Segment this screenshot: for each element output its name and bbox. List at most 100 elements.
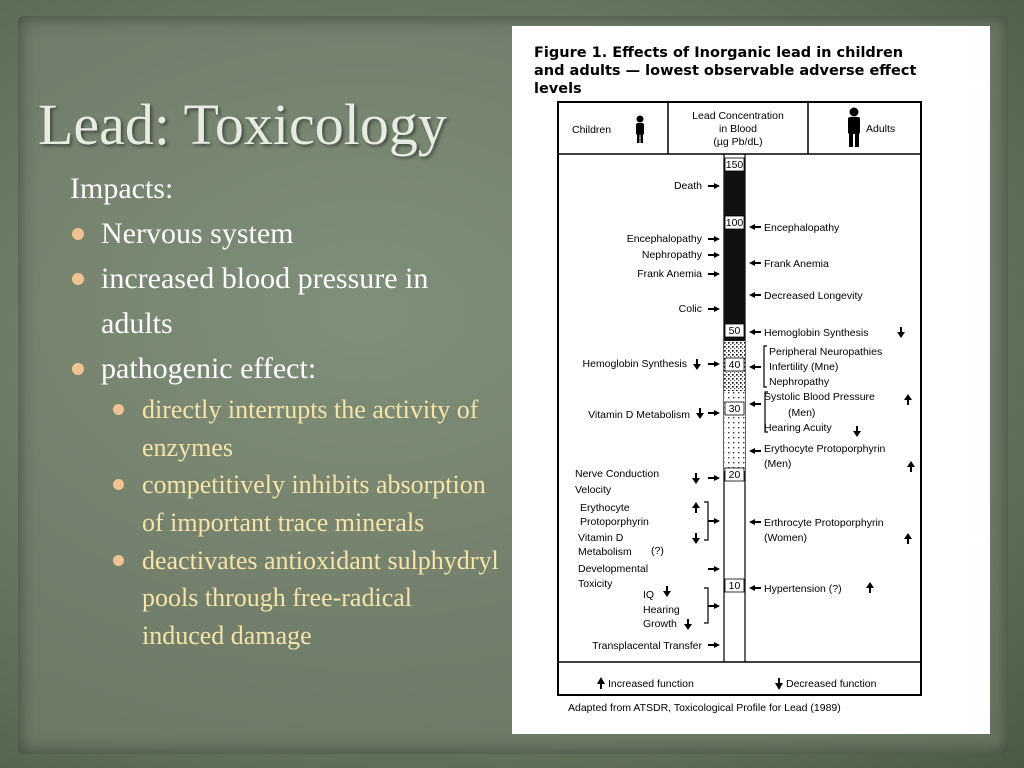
decrease-arrow-icon <box>692 473 700 484</box>
adult-effect-label: Systolic Blood Pressure <box>764 391 875 403</box>
decrease-arrow-icon <box>897 327 905 338</box>
right-pointer-icon <box>708 271 720 277</box>
right-pointer-icon <box>708 475 720 481</box>
increase-arrow-icon <box>904 533 912 544</box>
left-pointer-icon <box>749 224 761 230</box>
adult-effect: Frank Anemia <box>749 258 829 270</box>
child-effect-label: Transplacental Transfer <box>592 640 702 652</box>
child-effect-label: Velocity <box>575 484 612 496</box>
child-effect-label: Encephalopathy <box>627 233 703 245</box>
header-children: Children <box>572 124 611 136</box>
header-center-line-3: (µg Pb/dL) <box>713 136 762 148</box>
child-effect: Nephropathy <box>642 249 720 261</box>
sub-bullet-list: directly interrupts the activity of enzy… <box>101 391 500 655</box>
legend-decreased: Decreased function <box>775 678 877 690</box>
child-effect-label: Frank Anemia <box>637 268 702 280</box>
adult-effect: Hearing Acuity <box>764 422 861 437</box>
tick-50: 50 <box>724 323 745 338</box>
adult-effect-label: Nephropathy <box>769 376 830 388</box>
header-adults: Adults <box>866 123 895 135</box>
tick-20: 20 <box>724 467 745 482</box>
adult-effect-label: (Women) <box>764 532 807 544</box>
child-effect-label: Colic <box>679 303 702 315</box>
bullet-pathogenic-effect: pathogenic effect: directly interrupts t… <box>70 346 500 655</box>
sub-bullet-enzymes: directly interrupts the activity of enzy… <box>101 391 500 466</box>
adult-effect-label: Hemoglobin Synthesis <box>764 327 868 339</box>
bullet-pathogenic-label: pathogenic effect: <box>101 352 317 385</box>
child-effect-label: Vitamin D Metabolism <box>588 409 690 421</box>
adult-effect-label: Encephalopathy <box>764 222 840 234</box>
right-pointer-icon <box>708 236 720 242</box>
tick-150: 150 <box>724 157 745 172</box>
legend-increased: Increased function <box>597 677 694 690</box>
bullet-list: Nervous system increased blood pressure … <box>70 211 500 655</box>
increased-arrow-icon <box>597 677 605 689</box>
legend-decreased-label: Decreased function <box>786 678 877 690</box>
right-pointer-icon <box>708 566 720 572</box>
decrease-arrow-icon <box>693 359 701 370</box>
tick-label: 20 <box>729 469 741 481</box>
adult-effect-label: Hypertension (?) <box>764 583 842 595</box>
child-effect-label: Protoporphyrin <box>580 516 649 528</box>
right-pointer-icon <box>708 642 720 648</box>
right-pointer-icon <box>708 518 720 524</box>
adult-effect: Encephalopathy <box>749 222 840 234</box>
child-effect-label: Hemoglobin Synthesis <box>583 358 687 370</box>
child-effect: Death <box>674 180 720 192</box>
legend-increased-label: Increased function <box>608 678 694 690</box>
child-silhouette-icon <box>636 115 644 143</box>
child-effect: Transplacental Transfer <box>592 640 720 652</box>
tick-box <box>724 357 745 372</box>
adult-effect: Erythocyte Protoporphyrin (Men) <box>749 443 915 472</box>
adult-effect-label: Frank Anemia <box>764 258 829 270</box>
tick-label: 30 <box>729 403 741 415</box>
figure-panel: Figure 1. Effects of Inorganic lead in c… <box>512 26 990 734</box>
tick-10: 10 <box>724 578 745 593</box>
increase-arrow-icon <box>904 394 912 405</box>
child-effect-label: Hearing <box>643 604 680 616</box>
bullet-nervous-system: Nervous system <box>70 211 500 256</box>
child-effect-label: IQ <box>643 589 654 601</box>
decrease-arrow-icon <box>696 408 704 419</box>
adult-effect-label: (Men) <box>764 458 791 470</box>
adult-effect-label: Infertility (Mne) <box>769 361 838 373</box>
child-effect-label: Nerve Conduction <box>575 468 659 480</box>
increase-arrow-icon <box>907 461 915 472</box>
right-pointer-icon <box>708 306 720 312</box>
decrease-arrow-icon <box>853 426 861 437</box>
tick-label: 50 <box>729 325 741 337</box>
increase-arrow-icon <box>692 502 700 513</box>
child-effect: Growth <box>643 618 692 630</box>
bracket-neuropathies <box>763 345 767 388</box>
adult-effect: Erthrocyte Protoporphyrin (Women) <box>749 517 912 544</box>
right-pointer-icon <box>708 252 720 258</box>
adult-effect-label: Decreased Longevity <box>764 290 863 302</box>
child-effect: Colic <box>679 303 720 315</box>
tick-40: 40 <box>724 357 745 372</box>
adult-effect-label: Erythocyte Protoporphyrin <box>764 443 886 455</box>
adult-effect: Hemoglobin Synthesis <box>749 327 905 339</box>
child-effect-label: (?) <box>651 545 664 557</box>
right-pointer-icon <box>708 183 720 189</box>
bracket-bp-hearing <box>764 391 768 433</box>
sub-bullet-minerals: competitively inhibits absorption of imp… <box>101 466 500 541</box>
adult-effect: Decreased Longevity <box>749 290 863 302</box>
header-center-line-2: in Blood <box>719 123 757 135</box>
right-pointer-icon <box>708 603 720 609</box>
child-effect: Encephalopathy <box>627 233 720 245</box>
child-effect-label: Growth <box>643 618 677 630</box>
adult-effect-label: Peripheral Neuropathies <box>769 346 882 358</box>
left-pointer-icon <box>749 292 761 298</box>
figure-frame <box>557 101 922 696</box>
adult-effect-label: Hearing Acuity <box>764 422 832 434</box>
tick-box <box>724 157 745 172</box>
adult-effect-label: Erthrocyte Protoporphyrin <box>764 517 884 529</box>
adult-effect-label: (Men) <box>788 407 815 419</box>
column-dark-fill <box>724 159 745 341</box>
sub-bullet-sulphydryl: deactivates antioxidant sulphydryl pools… <box>101 542 500 655</box>
child-effect-label: Toxicity <box>578 578 613 590</box>
